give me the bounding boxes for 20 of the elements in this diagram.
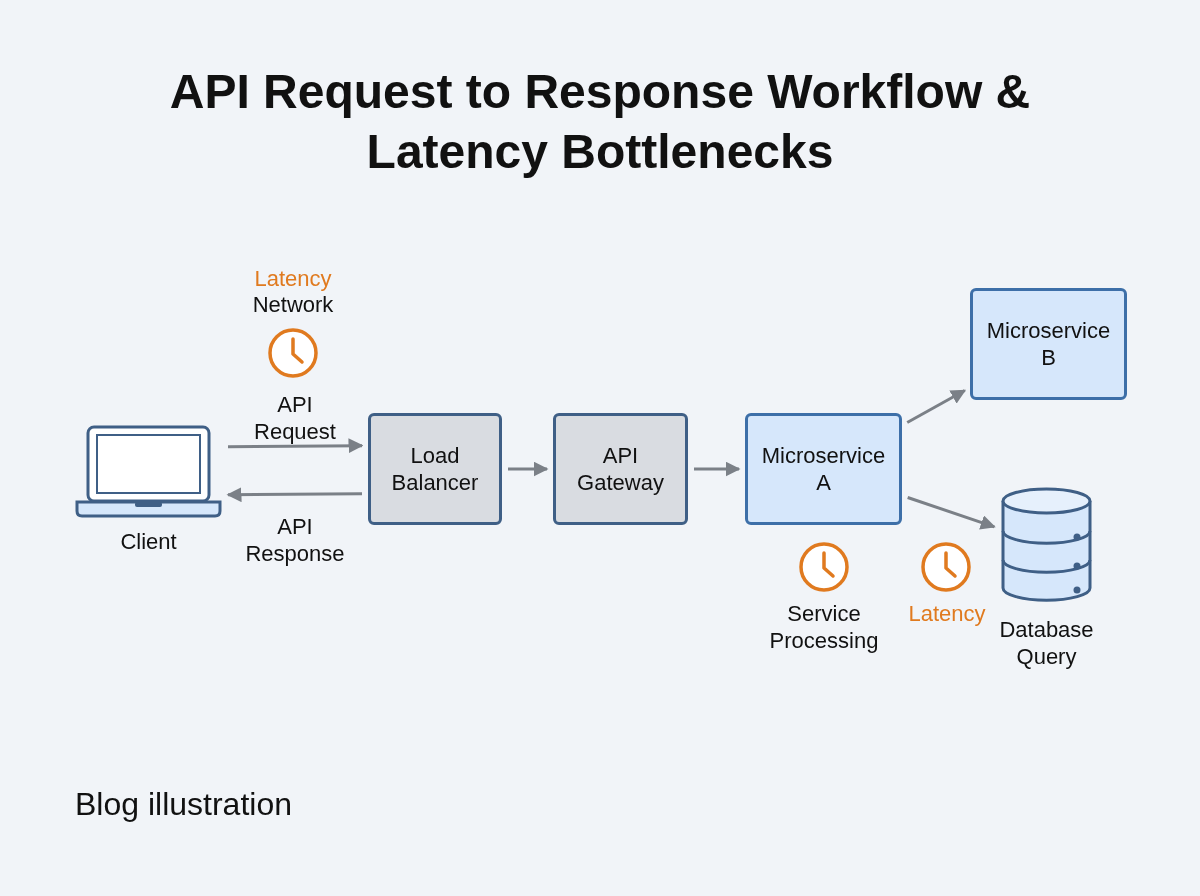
arrow [694,461,741,477]
service-box: Load Balancer [368,413,502,525]
arrow [906,389,967,424]
caption: Blog illustration [75,786,292,823]
node-label: Database Query [998,616,1095,670]
diagram-title: API Request to Response Workflow & Latency Bottlenecks [168,64,1032,180]
annotation-text: Latency [907,600,987,627]
service-box: Microservice B [970,288,1127,400]
arrow [226,487,362,503]
node-label: Client [119,528,178,555]
annotation-text: Latency [253,265,333,292]
edge-label: API Request [253,391,337,446]
service-box: API Gateway [553,413,688,525]
arrow [907,496,996,530]
service-box: Microservice A [745,413,902,525]
edge-label: API Response [244,513,346,568]
annotation-text: Service Processing [768,600,880,654]
annotation-text: Network [251,291,335,318]
arrow [508,461,549,477]
arrow [228,438,364,454]
